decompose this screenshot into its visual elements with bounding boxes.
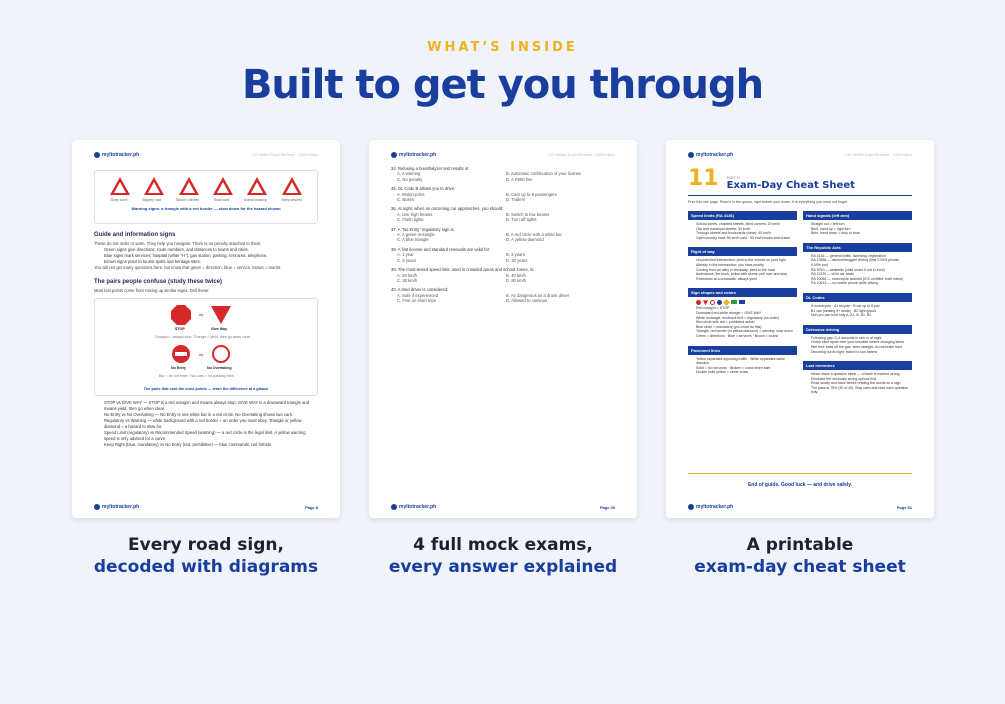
- give-way-sign-icon: [211, 306, 231, 324]
- pair-label: Give Way: [211, 327, 228, 331]
- stop-sign-icon: [696, 300, 701, 306]
- exam-question: 34. Refusing a breathalyzer test results…: [391, 166, 581, 182]
- bullet: No Entry vs No Overtaking — No Entry is …: [104, 412, 293, 417]
- caption-mock-exams: 4 full mock exams, every answer explaine…: [388, 535, 618, 577]
- bullet: Brown signs point to tourist spots and h…: [104, 259, 201, 264]
- road-work-sign-icon: [213, 177, 234, 195]
- page-number: Page 30: [599, 504, 615, 510]
- sign-label: Steep descent: [281, 198, 302, 202]
- sign-label: Sharp curve: [110, 198, 128, 202]
- section-note: You will not get many questions here, bu…: [94, 265, 282, 270]
- brand-logo: myltotracker.ph: [391, 152, 436, 158]
- stop-sign-icon: [171, 305, 191, 325]
- exam-question: 39. The most-tested speed limit, used in…: [391, 267, 535, 283]
- caption-road-signs: Every road sign, decoded with diagrams: [93, 535, 319, 577]
- brand-logo: myltotracker.ph: [94, 152, 139, 158]
- give-way-sign-icon: [703, 300, 708, 306]
- pair-note: Bar = do not enter. Two cars = no passin…: [159, 374, 235, 378]
- page-number: Page 51: [896, 504, 912, 510]
- section-title: The pairs people confuse (study these tw…: [94, 279, 223, 285]
- steep-descent-sign-icon: [281, 177, 302, 195]
- right-column: Hand signals (left arm)Straight out = le…: [803, 211, 912, 402]
- animal-crossing-sign-icon: [247, 177, 268, 195]
- exam-question: 38. A first license and standard renewal…: [391, 246, 528, 263]
- headline: Built to get you through: [241, 62, 764, 108]
- exam-question: 40. A tired driver is considered:A. Safe…: [391, 287, 570, 304]
- eyebrow: WHAT’S INSIDE: [427, 40, 578, 55]
- header-sub: LTO Written Exam Reviewer · 2025 Edition: [251, 153, 318, 157]
- sharp-curve-sign-icon: [110, 177, 131, 195]
- brand-icon: [688, 152, 694, 158]
- section-text: These do not order or warn. They help yo…: [94, 241, 262, 246]
- bullet: Blue signs mark services: hospital (whit…: [104, 253, 268, 258]
- school-children-sign-icon: [178, 177, 199, 195]
- sign-label: Road work: [214, 198, 230, 202]
- pair-label: STOP: [175, 327, 185, 331]
- brand-icon: [688, 504, 694, 510]
- preview-card-mock-exams: myltotracker.ph LTO Written Exam Reviewer…: [369, 140, 637, 518]
- part-number: 11: [688, 166, 719, 191]
- caption-cheat-sheet: A printable exam-day cheat sheet: [694, 535, 906, 577]
- preview-card-cheat-sheet: myltotracker.ph LTO Written Exam Reviewer…: [666, 140, 934, 518]
- brand-logo: myltotracker.ph: [688, 152, 733, 158]
- page-number: Page 8: [305, 504, 318, 510]
- info-box: Speed limits (RA 4136)School zones, crow…: [688, 211, 797, 242]
- pair-label: No Entry: [171, 366, 186, 370]
- sign-label: Animal crossing: [244, 198, 267, 202]
- direction-sign-icon: [731, 300, 737, 305]
- part-label: PART 11: [726, 176, 741, 180]
- brand-icon: [391, 152, 397, 158]
- header-sub: LTO Written Exam Reviewer · 2025 Edition: [548, 153, 615, 157]
- brand-logo: myltotracker.ph: [688, 504, 733, 510]
- no-entry-sign-icon: [172, 345, 190, 363]
- exam-question: 37. A "No Entry" regulatory sign is:A. A…: [391, 226, 562, 243]
- sign-label: School / children: [175, 198, 200, 202]
- bullet: Keep Right (blue, mandatory) vs No Entry…: [104, 442, 273, 447]
- end-line: End of guide. Good luck — and drive safe…: [688, 473, 912, 488]
- header-sub: LTO Written Exam Reviewer · 2025 Edition: [845, 153, 912, 157]
- part-title: Exam-Day Cheat Sheet: [726, 180, 855, 191]
- sign-pairs-panel: vs STOP Give Way Octagon = always stop. …: [94, 298, 318, 396]
- regulatory-sign-icon: [710, 300, 715, 306]
- brand-logo: myltotracker.ph: [391, 504, 436, 510]
- info-box: Hand signals (left arm)Straight out = le…: [803, 211, 912, 238]
- warning-signs-panel: Sharp curve Slippery road School / child…: [94, 170, 318, 224]
- exam-question: 35. DL Code B allows you to drive:A. Mot…: [391, 186, 557, 203]
- vs-label: vs: [199, 353, 203, 357]
- exam-question: 36. At night, when an oncoming car appro…: [391, 206, 550, 223]
- brand-logo: myltotracker.ph: [94, 504, 139, 510]
- vs-label: vs: [199, 313, 203, 317]
- brand-icon: [94, 504, 100, 510]
- mandatory-sign-icon: [717, 300, 722, 306]
- bullet: Green signs give directions, route numbe…: [104, 247, 249, 252]
- bullet: Speed Limit (regulatory) vs Recommended …: [104, 430, 306, 441]
- warning-sign-icon: [722, 299, 731, 307]
- left-column: Speed limits (RA 4136)School zones, crow…: [688, 211, 797, 402]
- preview-card-road-signs: myltotracker.ph LTO Written Exam Reviewer…: [72, 140, 340, 518]
- slippery-road-sign-icon: [144, 177, 165, 195]
- section-text: Most lost points come from mixing up sim…: [94, 288, 210, 293]
- sign-color-row: [696, 299, 794, 307]
- bullet: Regulatory vs Warning — white background…: [104, 418, 302, 429]
- warning-caption: Warning signs: a triangle with a red bor…: [131, 206, 281, 211]
- service-sign-icon: [739, 300, 745, 305]
- pair-label: No Overtaking: [207, 366, 232, 370]
- section-title: Guide and information signs: [94, 232, 176, 238]
- bullet: STOP vs GIVE WAY — STOP is a red octagon…: [104, 400, 310, 411]
- brand-icon: [391, 504, 397, 510]
- sign-label: Slippery road: [142, 198, 162, 202]
- intro-text: Print this one page. Read it in the queu…: [688, 200, 849, 204]
- pair-note: Octagon = always stop. Triangle = yield,…: [155, 335, 251, 339]
- pair-caption: The pairs that cost the most points — le…: [143, 387, 269, 391]
- no-overtaking-sign-icon: [212, 345, 230, 363]
- brand-icon: [94, 152, 100, 158]
